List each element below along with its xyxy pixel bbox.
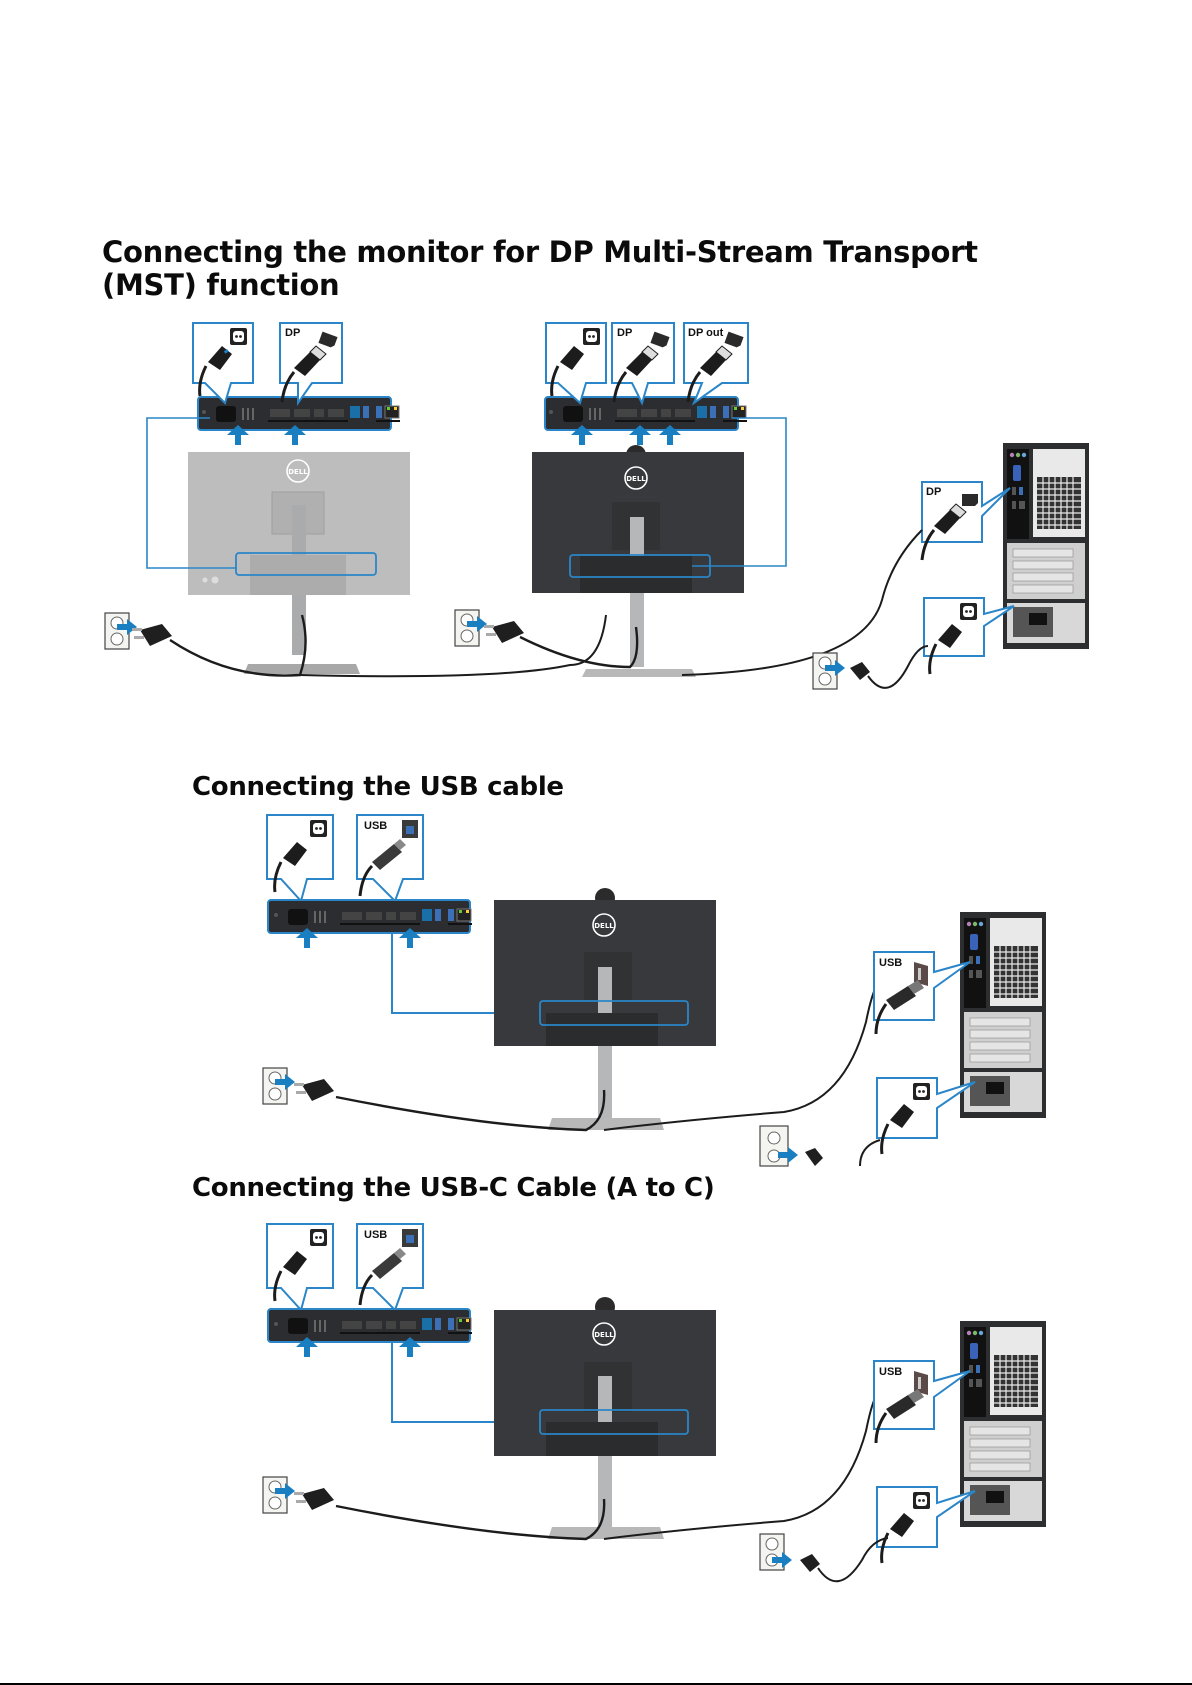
usb-label: USB <box>879 1366 902 1378</box>
desktop-computer <box>960 1321 1046 1527</box>
power-plug-icon <box>294 1488 334 1510</box>
power-socket-icon <box>310 1229 327 1246</box>
wall-outlet-icon <box>760 1534 784 1570</box>
usbc-computer-usb-callout: USB <box>874 1361 970 1443</box>
usbc-monitor-usb-callout: USB <box>357 1224 423 1310</box>
usb-b-port-icon <box>402 1229 418 1247</box>
usbc-monitor-io-panel <box>268 1309 472 1342</box>
usb-label: USB <box>364 1229 387 1241</box>
power-plug-icon <box>800 1554 820 1572</box>
usbc-diagram: USB USB <box>0 0 1192 1600</box>
usbc-monitor-power-callout <box>267 1224 333 1310</box>
wall-outlet-icon <box>263 1477 287 1513</box>
power-socket-icon <box>913 1492 930 1509</box>
